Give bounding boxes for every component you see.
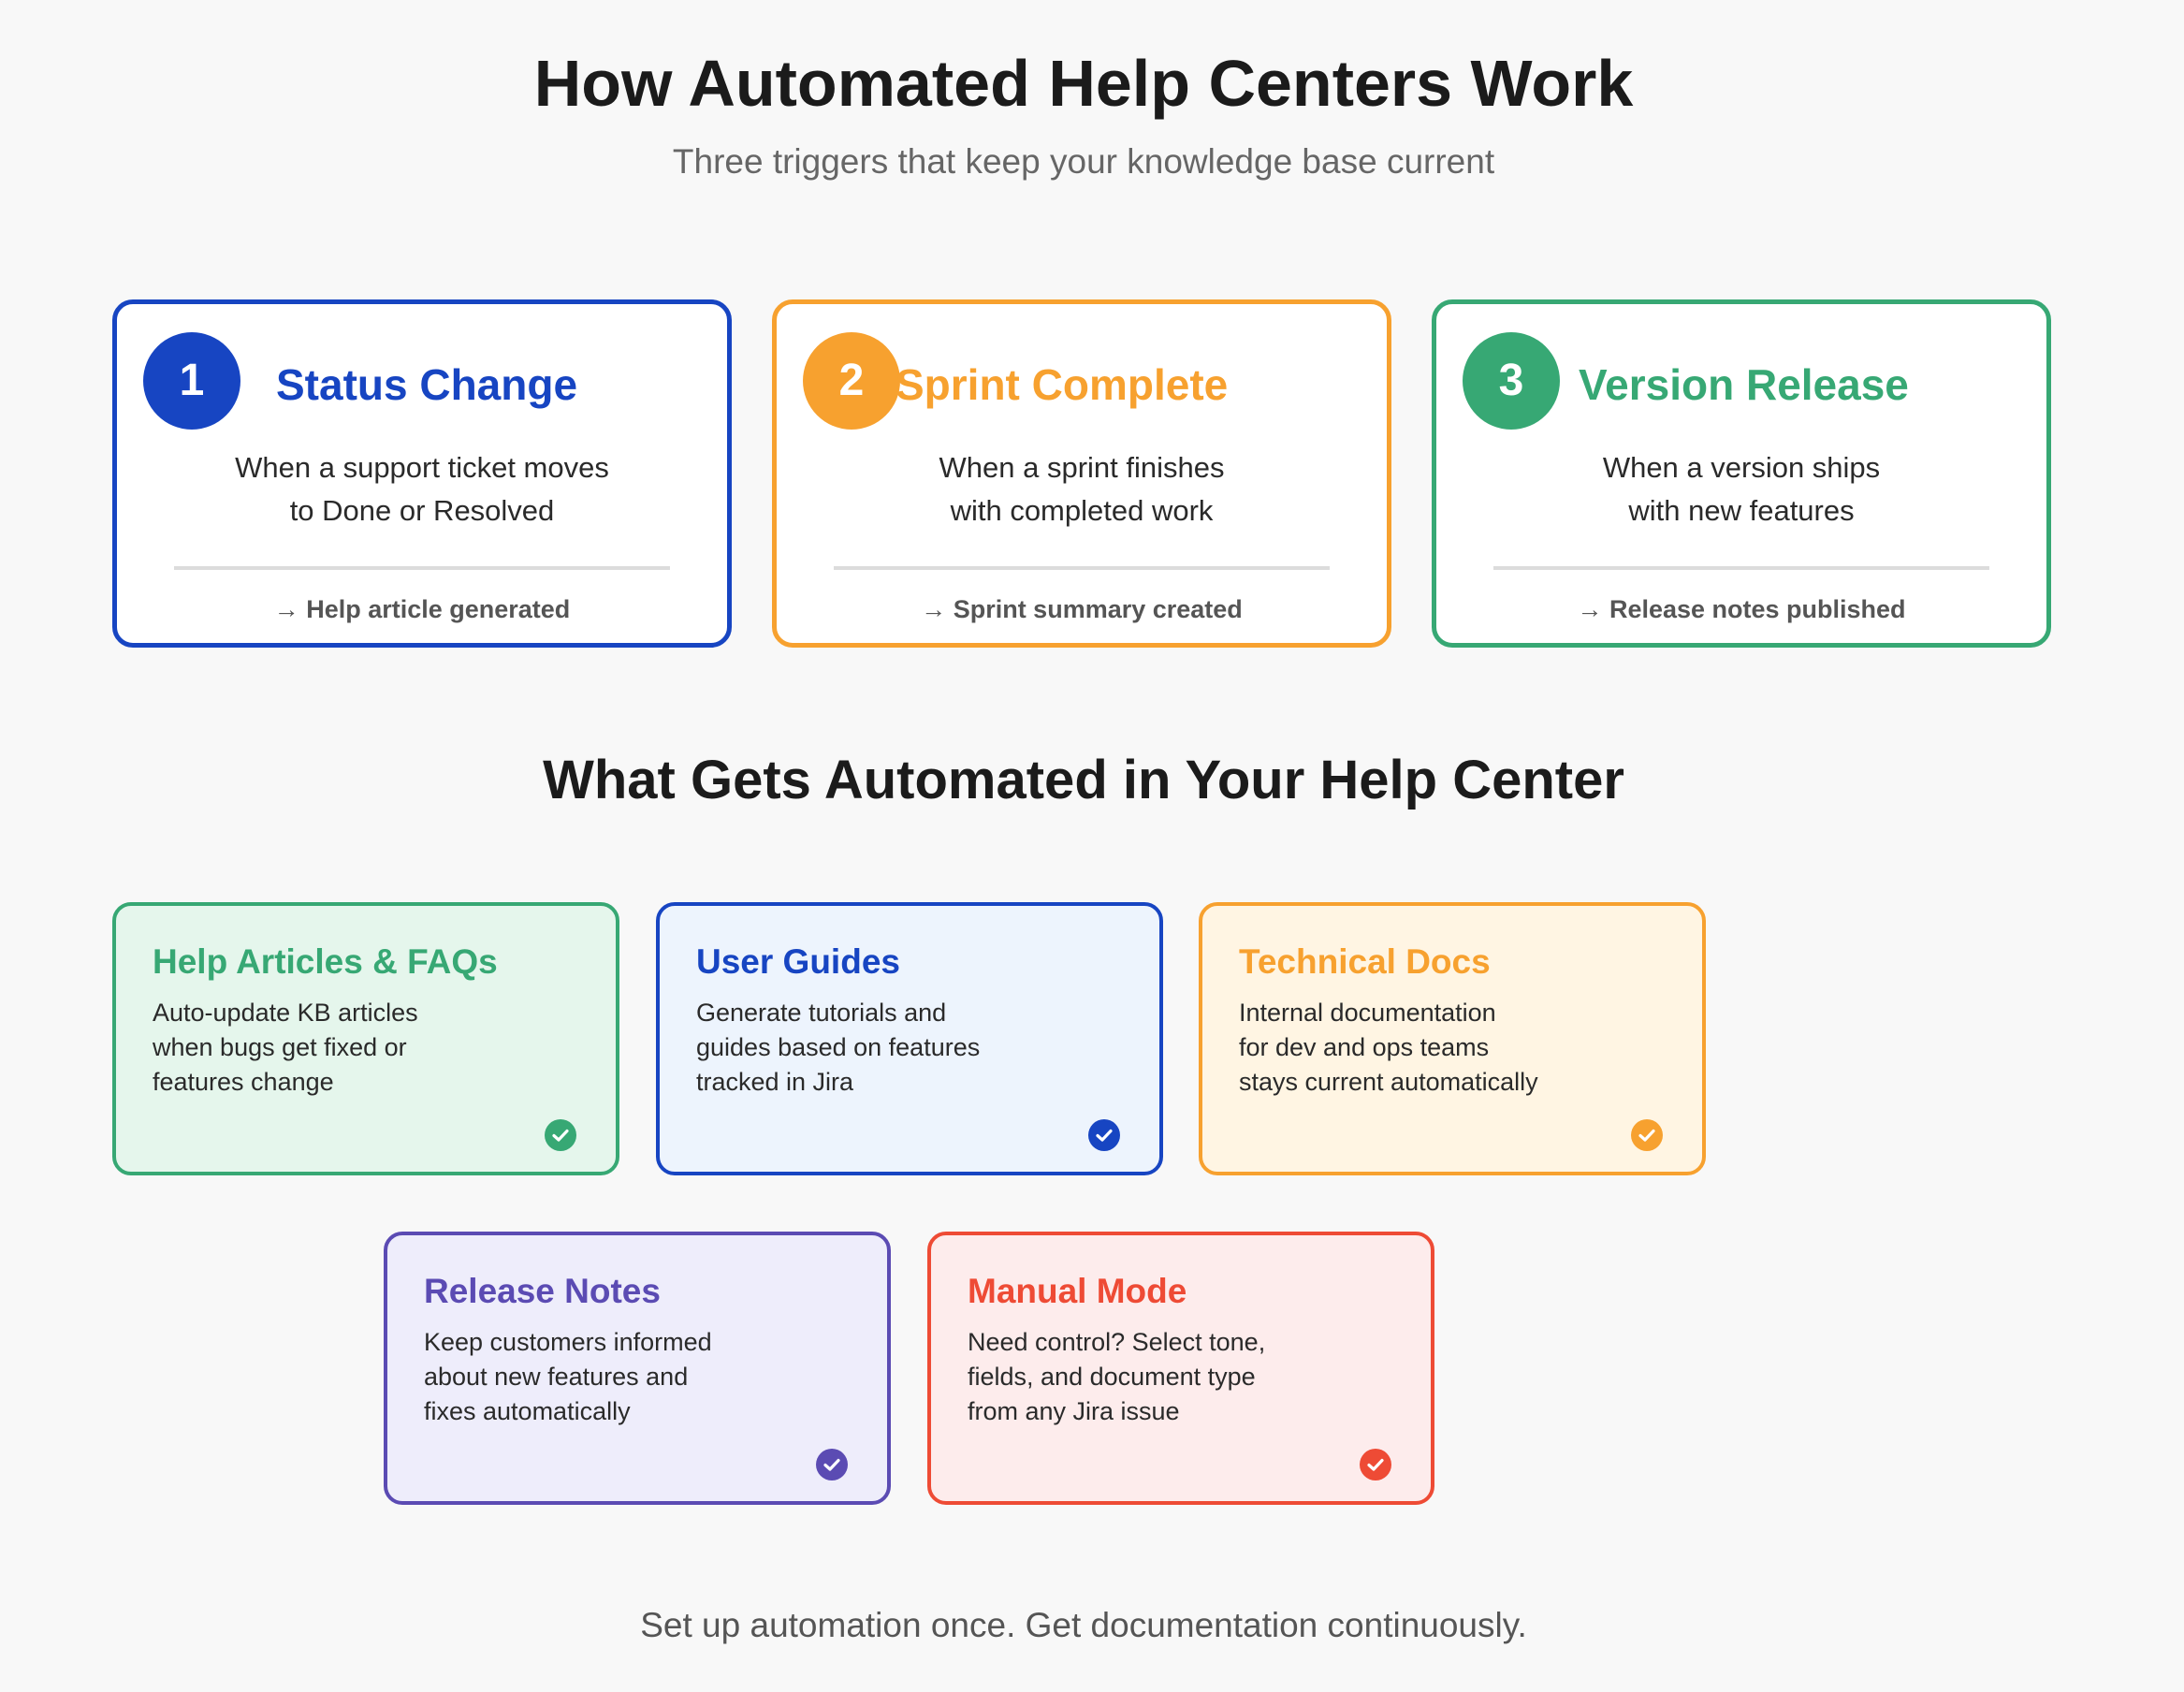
feature-title: User Guides	[696, 942, 900, 981]
feature-description-line: Need control? Select tone,	[968, 1328, 1266, 1356]
trigger-description: When a sprint finishes with completed wo…	[777, 446, 1387, 532]
check-circle-icon	[545, 1119, 576, 1151]
trigger-description-line: When a support ticket moves	[235, 451, 609, 484]
feature-description-line: for dev and ops teams	[1239, 1033, 1490, 1061]
feature-description: Internal documentation for dev and ops t…	[1239, 996, 1538, 1100]
feature-description-line: about new features and	[424, 1363, 689, 1391]
divider	[1493, 566, 1989, 570]
feature-description-line: Internal documentation	[1239, 999, 1496, 1027]
feature-description: Need control? Select tone, fields, and d…	[968, 1325, 1265, 1429]
trigger-description-line: with completed work	[950, 494, 1214, 527]
feature-description: Auto-update KB articles when bugs get fi…	[153, 996, 418, 1100]
trigger-description: When a version ships with new features	[1436, 446, 2046, 532]
trigger-title: Status Change	[276, 360, 578, 409]
check-circle-icon	[1360, 1449, 1391, 1480]
step-number-badge: 1	[143, 332, 240, 430]
trigger-description-line: with new features	[1628, 494, 1855, 527]
trigger-description: When a support ticket moves to Done or R…	[117, 446, 727, 532]
feature-description-line: stays current automatically	[1239, 1068, 1538, 1096]
trigger-result: → Release notes published	[1577, 595, 1906, 623]
trigger-title: Sprint Complete	[895, 360, 1229, 409]
trigger-description-line: When a version ships	[1602, 451, 1881, 484]
trigger-card-sprint-complete: 2 Sprint Complete When a sprint finishes…	[772, 299, 1391, 648]
feature-description-line: tracked in Jira	[696, 1068, 854, 1096]
check-circle-icon	[1631, 1119, 1663, 1151]
feature-title: Manual Mode	[968, 1272, 1187, 1310]
feature-description-line: fields, and document type	[968, 1363, 1256, 1391]
feature-title: Technical Docs	[1239, 942, 1491, 981]
check-circle-icon	[816, 1449, 848, 1480]
trigger-description-line: to Done or Resolved	[289, 494, 555, 527]
feature-description-line: from any Jira issue	[968, 1397, 1180, 1425]
page-title: How Automated Help Centers Work	[533, 47, 1634, 120]
feature-description-line: Keep customers informed	[424, 1328, 712, 1356]
feature-description-line: when bugs get fixed or	[153, 1033, 407, 1061]
trigger-card-version-release: 3 Version Release When a version ships w…	[1432, 299, 2051, 648]
divider	[834, 566, 1330, 570]
feature-description-line: Generate tutorials and	[696, 999, 947, 1027]
feature-description: Generate tutorials and guides based on f…	[696, 996, 980, 1100]
feature-card-technical-docs: Technical Docs Internal documentation fo…	[1199, 902, 1706, 1175]
step-number-badge: 2	[803, 332, 900, 430]
page-subtitle: Three triggers that keep your knowledge …	[672, 142, 1495, 181]
feature-card-help-articles: Help Articles & FAQs Auto-update KB arti…	[112, 902, 619, 1175]
check-circle-icon	[1088, 1119, 1120, 1151]
trigger-title: Version Release	[1579, 360, 1909, 409]
trigger-result: → Help article generated	[273, 595, 571, 623]
divider	[174, 566, 670, 570]
feature-title: Release Notes	[424, 1272, 661, 1310]
feature-description-line: guides based on features	[696, 1033, 981, 1061]
feature-description-line: fixes automatically	[424, 1397, 631, 1425]
feature-card-release-notes: Release Notes Keep customers informed ab…	[384, 1232, 891, 1505]
feature-title: Help Articles & FAQs	[153, 942, 498, 981]
footer-tagline: Set up automation once. Get documentatio…	[640, 1606, 1527, 1644]
trigger-result: → Sprint summary created	[921, 595, 1243, 623]
trigger-card-status-change: 1 Status Change When a support ticket mo…	[112, 299, 732, 648]
feature-description-line: features change	[153, 1068, 334, 1096]
feature-description: Keep customers informed about new featur…	[424, 1325, 712, 1429]
step-number-badge: 3	[1463, 332, 1560, 430]
feature-description-line: Auto-update KB articles	[153, 999, 418, 1027]
section-title: What Gets Automated in Your Help Center	[543, 750, 1624, 810]
trigger-description-line: When a sprint finishes	[939, 451, 1225, 484]
feature-card-user-guides: User Guides Generate tutorials and guide…	[656, 902, 1163, 1175]
feature-card-manual-mode: Manual Mode Need control? Select tone, f…	[927, 1232, 1434, 1505]
